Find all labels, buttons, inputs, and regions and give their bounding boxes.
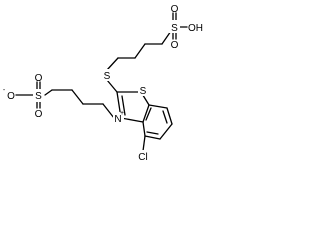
- structural-formula: S S N + Cl S O O OH S O O O -: [3, 4, 203, 163]
- oxygen-sulfonic-bottom-label: O: [171, 40, 179, 51]
- oxygen-anion-charge-label: -: [3, 87, 6, 94]
- bond-c4-cl: [142, 135, 146, 152]
- sulfur-sulfonic-label: S: [171, 23, 178, 34]
- chlorine-label: Cl: [138, 152, 147, 163]
- bond-c5-c4-double: [146, 131, 159, 135]
- nitrogen-ring-label: N: [114, 114, 121, 125]
- bond-n-chain: [102, 103, 115, 119]
- hydroxyl-label: OH: [188, 23, 203, 34]
- bond-c2-s-thio: [106, 79, 118, 93]
- bond-lower-chain-4: [44, 89, 53, 96]
- sulfur-thioether-label: S: [104, 71, 111, 82]
- sulfur-ring-label: S: [140, 86, 147, 97]
- oxygen-sulfonate-up-label: O: [35, 73, 43, 84]
- atom-labels: S S N + Cl S O O OH S O O O -: [3, 4, 203, 163]
- bond-c7a-c3a: [142, 104, 150, 123]
- bond-upper-chain-4: [161, 30, 172, 45]
- oxygen-sulfonate-down-label: O: [35, 109, 43, 120]
- bond-lower-chain-2: [71, 89, 84, 105]
- bond-c3a-n: [120, 117, 144, 123]
- bond-c4-c3a: [142, 121, 146, 137]
- bond-c5-c4: [144, 135, 161, 140]
- bond-c3a-c7a-double: [145, 107, 152, 121]
- nitrogen-charge-label: +: [120, 110, 124, 117]
- bond-c7-c6: [166, 107, 173, 125]
- bond-c7a-c7: [148, 104, 168, 109]
- oxygen-anion-label: O: [7, 91, 15, 102]
- bond-n-c2-double: [121, 95, 126, 116]
- bonds: [15, 12, 188, 152]
- bond-upper-chain-2: [134, 43, 146, 59]
- bond-c7-c6-double: [162, 110, 168, 124]
- sulfur-sulfonate-label: S: [35, 91, 42, 102]
- bond-c6-c5: [159, 123, 173, 140]
- bond-s-thio-chain: [106, 57, 119, 71]
- oxygen-sulfonic-top-label: O: [171, 4, 179, 15]
